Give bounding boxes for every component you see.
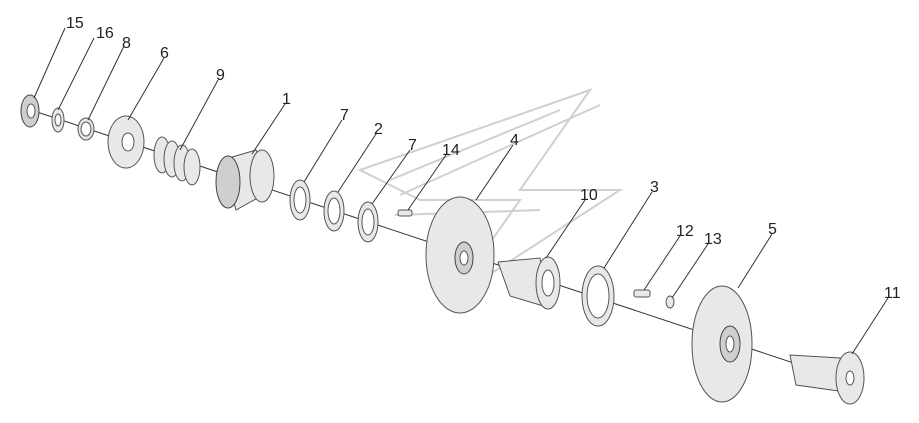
callout-9: 9 bbox=[216, 67, 225, 84]
callout-14: 14 bbox=[442, 142, 460, 159]
part-3-ring bbox=[581, 265, 615, 327]
leader-2 bbox=[337, 133, 377, 193]
callout-2: 2 bbox=[374, 121, 383, 138]
part-5-disc bbox=[691, 285, 753, 403]
callout-7a: 7 bbox=[340, 107, 349, 124]
part-6-disc bbox=[107, 115, 145, 169]
callout-6: 6 bbox=[160, 45, 169, 62]
part-14-pin bbox=[397, 209, 413, 217]
callout-11: 11 bbox=[884, 285, 901, 302]
part-7-washer-second bbox=[357, 201, 379, 243]
leader-7a bbox=[303, 119, 343, 183]
part-2-washer bbox=[323, 190, 345, 232]
leader-4 bbox=[475, 144, 514, 201]
leader-14 bbox=[407, 154, 447, 211]
leader-8 bbox=[87, 45, 125, 121]
part-13-washer bbox=[665, 295, 675, 309]
callout-13: 13 bbox=[704, 231, 722, 248]
part-4-disc bbox=[425, 196, 495, 314]
leader-12 bbox=[643, 235, 681, 291]
callout-12: 12 bbox=[676, 223, 694, 240]
part-16-lock-washer bbox=[51, 107, 65, 133]
leader-16 bbox=[57, 37, 95, 111]
part-8-ring bbox=[77, 117, 95, 141]
callout-3: 3 bbox=[650, 179, 659, 196]
callout-1: 1 bbox=[282, 91, 291, 108]
callout-4: 4 bbox=[510, 132, 519, 149]
callout-labels: 15 16 8 6 9 1 7 2 7 14 4 10 3 12 13 5 11 bbox=[66, 15, 901, 302]
callout-8: 8 bbox=[122, 35, 131, 52]
callout-15: 15 bbox=[66, 15, 84, 32]
callout-7b: 7 bbox=[408, 137, 417, 154]
watermark-logo bbox=[357, 88, 624, 301]
part-12-bolt bbox=[633, 289, 651, 298]
leader-5 bbox=[737, 233, 773, 289]
part-15-nut bbox=[20, 94, 40, 128]
callout-16: 16 bbox=[96, 25, 114, 42]
leader-lines bbox=[33, 27, 889, 355]
part-11-shaft bbox=[789, 351, 865, 405]
leader-1 bbox=[251, 103, 286, 155]
part-7-washer bbox=[289, 179, 311, 221]
leader-7b bbox=[371, 149, 411, 205]
part-10-hub bbox=[497, 256, 561, 310]
leader-10 bbox=[545, 199, 586, 259]
leader-9 bbox=[179, 79, 219, 151]
leader-11 bbox=[851, 297, 889, 355]
leader-13 bbox=[671, 243, 709, 299]
part-1-drum bbox=[215, 149, 275, 211]
callout-5: 5 bbox=[768, 221, 777, 238]
leader-3 bbox=[603, 191, 653, 269]
leader-15 bbox=[33, 27, 66, 99]
callout-10: 10 bbox=[580, 187, 598, 204]
part-9-spring bbox=[153, 136, 201, 186]
leader-6 bbox=[127, 57, 165, 121]
